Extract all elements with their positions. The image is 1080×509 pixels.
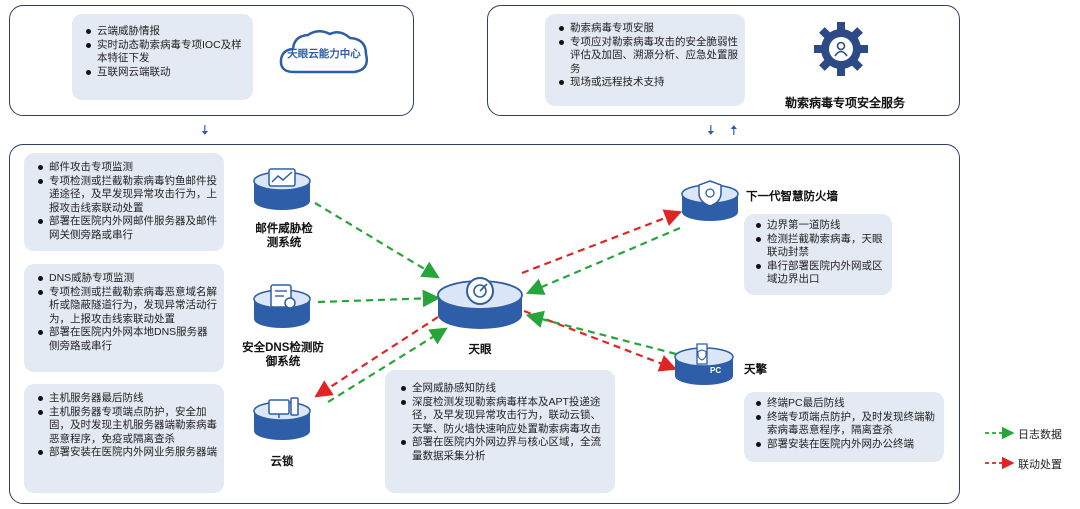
cloud-center-logo: 天眼云能力中心 (276, 26, 372, 80)
cloud-shape-icon (279, 30, 368, 74)
tianqing-icon-text: PC (710, 366, 722, 375)
tianqing-device-icon (674, 343, 734, 385)
list-item: 云端威胁情报 (84, 25, 245, 39)
firewall-device-icon (681, 180, 739, 221)
ransomware-service-card: 勒索病毒专项安服 专项应对勒索病毒攻击的安全脆弱性评估及加固、溯源分析、应急处置… (545, 14, 745, 106)
host-list: 主机服务器最后防线 主机服务器专项端点防护，安全加固，及时发现主机服务器端勒索病… (36, 392, 218, 460)
list-item: 实时动态勒索病毒专项IOC及样本特征下发 (84, 39, 245, 66)
list-item: 部署安装在医院内外网办公终端 (754, 438, 938, 452)
firewall-label: 下一代智慧防火墙 (746, 191, 838, 203)
list-item: 部署在医院内外网边界与核心区域，全流量数据采集分析 (399, 436, 609, 463)
dns-label: 安全DNS检测防御系统 (242, 342, 324, 368)
firewall-link-line (521, 209, 683, 275)
cloud-center-title: 天眼云能力中心 (287, 48, 361, 60)
arrow-down-icon: 🠇 (707, 122, 715, 138)
list-item: 部署在医院内外网邮件服务器及邮件网关侧旁路或串行 (36, 215, 218, 242)
legend-markers (985, 426, 1015, 470)
tianqing-label: 天擎 (744, 364, 767, 376)
skyeye-card: 全网威胁感知防线 深度检测发现勒索病毒样本及APT投递途径，及早发现异常攻击行为… (385, 370, 615, 493)
gear-icon (814, 22, 868, 76)
list-item: 现场或远程技术支持 (557, 76, 739, 90)
tianqing-card: 终端PC最后防线 终端专项端点防护，及时发现终端勒索病毒恶意程序，隔离查杀 部署… (744, 392, 944, 462)
list-item: 主机服务器专项端点防护，安全加固，及时发现主机服务器端勒索病毒恶意程序，免疫或隔… (36, 406, 218, 447)
email-device-icon (253, 168, 311, 210)
list-item: 边界第一道防线 (754, 219, 886, 233)
ransomware-service-list: 勒索病毒专项安服 专项应对勒索病毒攻击的安全脆弱性评估及加固、溯源分析、应急处置… (557, 22, 739, 90)
legend-link-label: 联动处置 (1018, 459, 1062, 471)
list-item: 互联网云端联动 (84, 66, 245, 80)
list-item: 终端专项端点防护，及时发现终端勒索病毒恶意程序，隔离查杀 (754, 411, 938, 438)
list-item: 主机服务器最后防线 (36, 392, 218, 406)
list-item: 终端PC最后防线 (754, 397, 938, 411)
skyeye-label: 天眼 (468, 344, 492, 356)
host-device-icon (253, 397, 311, 440)
email-label: 邮件威胁检测系统 (255, 223, 313, 249)
email-log-line (314, 202, 440, 279)
list-item: 深度检测发现勒索病毒样本及APT投递途径，及早发现异常攻击行为，联动云锁、天擎、… (399, 396, 609, 437)
tianqing-log-line (525, 310, 677, 356)
dns-device-icon (253, 284, 311, 328)
legend-log-label: 日志数据 (1018, 429, 1062, 441)
firewall-list: 边界第一道防线 检测拦截勒索病毒，天眼联动封禁 串行部署医院内外网或区域边界出口 (754, 219, 886, 287)
tianqing-list: 终端PC最后防线 终端专项端点防护，及时发现终端勒索病毒恶意程序，隔离查杀 部署… (754, 397, 938, 451)
list-item: 邮件攻击专项监测 (36, 161, 218, 175)
list-item: 专项检测或拦截勒索病毒钓鱼邮件投递途径，及早发现异常攻击行为，上报攻击线索联动处… (36, 175, 218, 216)
cloud-center-list: 云端威胁情报 实时动态勒索病毒专项IOC及样本特征下发 互联网云端联动 (84, 25, 245, 79)
dns-log-line (317, 289, 441, 308)
cloud-center-card: 云端威胁情报 实时动态勒索病毒专项IOC及样本特征下发 互联网云端联动 (72, 14, 253, 100)
list-item: DNS威胁专项监测 (36, 272, 218, 286)
list-item: 部署在医院内外网本地DNS服务器侧旁路或串行 (36, 326, 218, 353)
skyeye-list: 全网威胁感知防线 深度检测发现勒索病毒样本及APT投递途径，及早发现异常攻击行为… (399, 382, 609, 463)
skyeye-device-icon (437, 277, 523, 329)
ransomware-service-title: 勒索病毒专项安全服务 (784, 96, 905, 110)
arrow-up-icon: 🠅 (730, 122, 738, 138)
list-item: 全网威胁感知防线 (399, 382, 609, 396)
list-item: 部署安装在医院内外网业务服务器端 (36, 446, 218, 460)
email-list: 邮件攻击专项监测 专项检测或拦截勒索病毒钓鱼邮件投递途径，及早发现异常攻击行为，… (36, 161, 218, 242)
email-card: 邮件攻击专项监测 专项检测或拦截勒索病毒钓鱼邮件投递途径，及早发现异常攻击行为，… (24, 153, 224, 251)
list-item: 串行部署医院内外网或区域边界出口 (754, 260, 886, 287)
firewall-log-line (525, 226, 681, 295)
tianqing-link-line (523, 309, 678, 372)
list-item: 专项应对勒索病毒攻击的安全脆弱性评估及加固、溯源分析、应急处置服务 (557, 36, 739, 77)
list-item: 检测拦截勒索病毒，天眼联动封禁 (754, 233, 886, 260)
dns-card: DNS威胁专项监测 专项检测或拦截勒索病毒恶意域名解析或隐蔽隧道行为，发现异常活… (24, 264, 224, 372)
list-item: 勒索病毒专项安服 (557, 22, 739, 36)
list-item: 专项检测或拦截勒索病毒恶意域名解析或隐蔽隧道行为，发现异常活动行为，上报攻击线索… (36, 286, 218, 327)
host-log-line (327, 327, 448, 403)
arrow-down-icon: 🠇 (201, 122, 209, 138)
host-card: 主机服务器最后防线 主机服务器专项端点防护，安全加固，及时发现主机服务器端勒索病… (24, 384, 224, 493)
firewall-card: 边界第一道防线 检测拦截勒索病毒，天眼联动封禁 串行部署医院内外网或区域边界出口 (744, 214, 892, 295)
dns-list: DNS威胁专项监测 专项检测或拦截勒索病毒恶意域名解析或隐蔽隧道行为，发现异常活… (36, 272, 218, 353)
host-label: 云锁 (270, 456, 294, 468)
